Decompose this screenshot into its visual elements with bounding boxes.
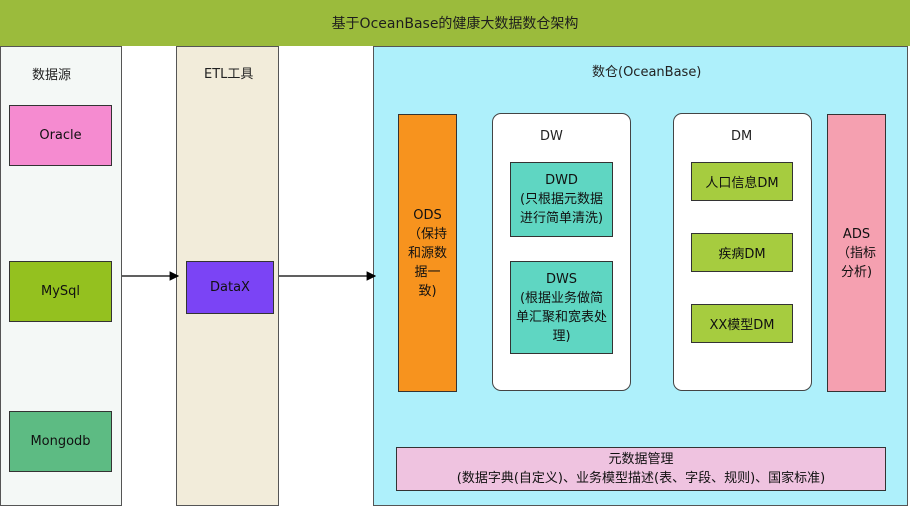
etl-panel-label: ETL工具 xyxy=(204,67,254,82)
warehouse-panel: 数仓(OceanBase) xyxy=(373,46,908,506)
dm-label: DM xyxy=(731,129,753,144)
ads-desc-line: （指标 xyxy=(836,245,876,261)
ods-label: ODS xyxy=(413,207,442,223)
diagram-title: 基于OceanBase的健康大数据数仓架构 xyxy=(0,0,910,46)
dws-node: DWS (根据业务做简 单汇聚和宽表处 理) xyxy=(510,261,613,354)
ads-desc-line: 分析) xyxy=(840,264,873,280)
warehouse-panel-label: 数仓(OceanBase) xyxy=(592,65,702,80)
dwd-label: DWD xyxy=(545,173,578,188)
source-panel-label: 数据源 xyxy=(32,68,72,83)
dwd-node: DWD (只根据元数据 进行简单清洗) xyxy=(510,162,613,237)
ods-desc-line: 致) xyxy=(418,283,437,299)
ods-desc-line: 和源数 xyxy=(407,245,447,261)
ads-label: ADS xyxy=(842,226,871,242)
dws-desc-line: (根据业务做简 xyxy=(519,290,604,306)
dw-label: DW xyxy=(540,129,563,144)
dwd-desc-line: (只根据元数据 xyxy=(519,192,604,207)
dws-desc-line: 理) xyxy=(552,328,571,344)
mysql-node: MySql xyxy=(9,261,112,322)
dws-label: DWS xyxy=(545,271,578,287)
ods-desc-line: （保持 xyxy=(407,226,447,242)
dm-model-node: XX模型DM xyxy=(691,304,793,343)
metadata-node: 元数据管理 (数据字典(自定义)、业务模型描述(表、字段、规则)、国家标准) xyxy=(396,447,886,491)
ods-node: ODS （保持 和源数 据一 致) xyxy=(398,114,457,392)
ods-desc-line: 据一 xyxy=(414,264,441,280)
oracle-node: Oracle xyxy=(9,105,112,166)
dm-disease-node: 疾病DM xyxy=(691,233,793,272)
metadata-title: 元数据管理 xyxy=(608,452,674,467)
metadata-desc: (数据字典(自定义)、业务模型描述(表、字段、规则)、国家标准) xyxy=(456,471,826,486)
dwd-desc-line: 进行简单清洗) xyxy=(519,211,604,226)
dws-desc-line: 单汇聚和宽表处 xyxy=(515,309,607,325)
datax-node: DataX xyxy=(186,261,274,314)
dm-population-node: 人口信息DM xyxy=(691,162,793,201)
mongodb-node: Mongodb xyxy=(9,411,112,472)
ads-node: ADS （指标 分析) xyxy=(827,114,886,392)
